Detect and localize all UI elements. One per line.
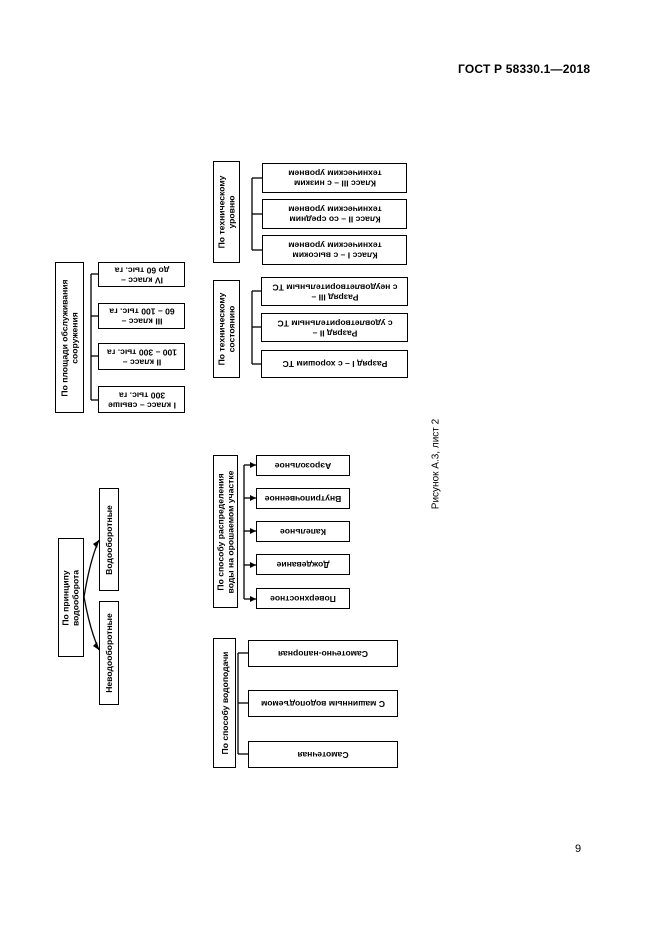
service-area-class-2-box: II класс – 100 – 300 тыс. га xyxy=(98,343,185,370)
distribution-surface-label: Поверхностное xyxy=(270,593,336,604)
distribution-drip-box: Капельное xyxy=(256,521,350,542)
tech-state-rank-2-label: Разряд II – с удовлетворительным ТС xyxy=(276,317,393,338)
distribution-surface-box: Поверхностное xyxy=(256,588,350,609)
distribution-aerosol-box: Аэрозольное xyxy=(256,455,350,476)
distribution-subsurface-box: Внутрипочвенное xyxy=(256,488,350,509)
supply-gravity-pressure-label: Самотечно-напорная xyxy=(277,648,369,659)
tech-level-group-title: По техническому уровню xyxy=(216,175,237,249)
tech-state-rank-3-box: Разряд III – с неудовлетворительным ТС xyxy=(261,277,408,306)
tech-level-class-1-box: Класс I – с высоким техническим уровнем xyxy=(262,235,407,265)
supply-pumped-box: С машинным водоподъемом xyxy=(248,690,398,717)
tech-state-rank-1-box: Разряд I – с хорошим ТС xyxy=(261,350,408,378)
distribution-sprinkling-label: Дождевание xyxy=(276,559,330,570)
tech-level-group-box: По техническому уровню xyxy=(213,161,240,263)
non-circulating-label: Неводооборотные xyxy=(103,613,114,693)
tech-level-class-3-box: Класс III – с низким техническим уровнем xyxy=(262,163,407,193)
tech-state-rank-1-label: Разряд I – с хорошим ТС xyxy=(282,359,387,370)
water-circulation-group-title: По принципу водооборота xyxy=(60,569,81,626)
water-circulation-group-box: По принципу водооборота xyxy=(58,538,84,657)
distribution-group-box: По способу распределения воды на орошаем… xyxy=(213,455,238,608)
service-area-class-3-box: III класс – 60 – 100 тыс. га xyxy=(98,303,185,329)
tech-level-class-2-box: Класс II – со средним техническим уровне… xyxy=(262,199,407,229)
service-area-class-4-box: IV класс – до 60 тыс. га xyxy=(98,262,185,287)
circulating-label: Водооборотные xyxy=(103,504,114,575)
water-supply-group-title: По способу водоподачи xyxy=(219,651,230,755)
distribution-drip-label: Капельное xyxy=(279,526,327,537)
tech-level-class-2-label: Класс II – со средним техническим уровне… xyxy=(287,204,382,225)
distribution-sprinkling-box: Дождевание xyxy=(256,554,350,575)
tech-state-rank-3-label: Разряд III – с неудовлетворительным ТС xyxy=(271,281,398,302)
non-circulating-box: Неводооборотные xyxy=(99,601,119,705)
service-area-class-3-label: III класс – 60 – 100 тыс. га xyxy=(108,306,175,327)
service-area-class-4-label: IV класс – до 60 тыс. га xyxy=(114,264,169,285)
service-area-class-1-box: I класс – свыше 300 тыс. га xyxy=(98,386,185,413)
supply-gravity-label: Самотечная xyxy=(297,749,349,760)
circulating-box: Водооборотные xyxy=(99,488,119,591)
supply-pumped-label: С машинным водоподъемом xyxy=(261,698,385,709)
distribution-subsurface-label: Внутрипочвенное xyxy=(264,493,342,504)
water-supply-group-box: По способу водоподачи xyxy=(213,638,236,768)
tech-state-group-title: По техническому состоянию xyxy=(216,292,237,366)
service-area-group-box: По площади обслуживания сооружения xyxy=(55,262,84,413)
service-area-group-title: По площади обслуживания сооружения xyxy=(59,278,80,397)
service-area-class-1-label: I класс – свыше 300 тыс. га xyxy=(107,389,176,410)
tech-level-class-3-label: Класс III – с низким техническим уровнем xyxy=(287,168,382,189)
tech-state-group-box: По техническому состоянию xyxy=(213,280,240,378)
tech-state-rank-2-box: Разряд II – с удовлетворительным ТС xyxy=(261,313,408,342)
distribution-aerosol-label: Аэрозольное xyxy=(274,460,332,471)
tech-level-class-1-label: Класс I – с высоким техническим уровнем xyxy=(287,240,382,261)
supply-gravity-box: Самотечная xyxy=(248,741,398,768)
service-area-class-2-label: II класс – 100 – 300 тыс. га xyxy=(106,346,177,367)
document-code: ГОСТ Р 58330.1—2018 xyxy=(458,62,591,76)
distribution-group-title: По способу распределения воды на орошаем… xyxy=(215,470,236,593)
supply-gravity-pressure-box: Самотечно-напорная xyxy=(248,640,398,667)
page-number: 9 xyxy=(575,843,582,855)
